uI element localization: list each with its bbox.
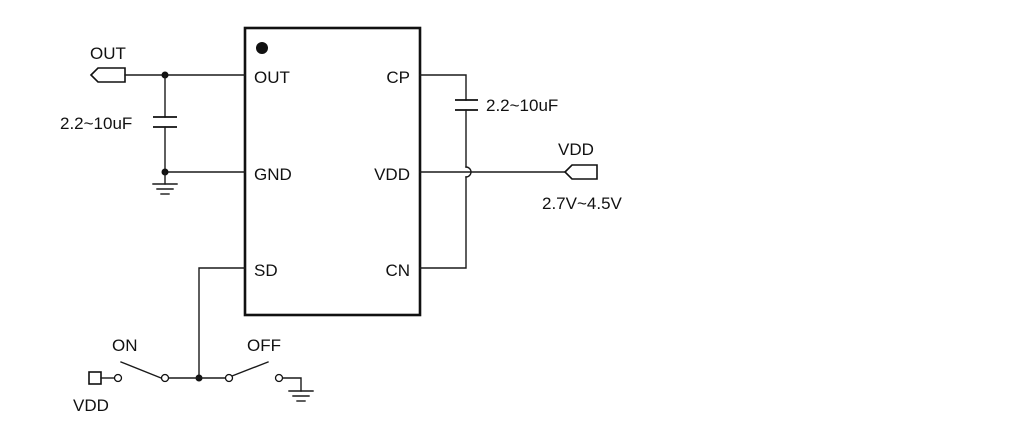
ground-icon-switch xyxy=(288,390,314,402)
pin-label-out: OUT xyxy=(254,68,290,87)
off-contact-ground xyxy=(274,373,284,383)
on-contact-common xyxy=(160,373,170,383)
on-switch-blade xyxy=(120,361,162,379)
pin1-marker xyxy=(256,42,268,54)
pin-label-gnd: GND xyxy=(254,165,292,184)
out-port-connector xyxy=(89,67,126,83)
out-port-label: OUT xyxy=(90,44,126,63)
pin-label-cp: CP xyxy=(386,68,410,87)
cp-wire xyxy=(419,74,467,101)
pin-label-cn: CN xyxy=(385,261,410,280)
output-cap-value: 2.2~10uF xyxy=(60,114,132,133)
ic-package xyxy=(243,26,422,317)
vdd-supply-port xyxy=(88,371,102,385)
switch-vdd-label: VDD xyxy=(73,396,109,415)
vdd-voltage-range: 2.7V~4.5V xyxy=(542,194,623,213)
on-contact-supply xyxy=(113,373,123,383)
cn-wire xyxy=(419,176,467,269)
sd-wire xyxy=(198,267,246,379)
switch-off-label: OFF xyxy=(247,336,281,355)
switch-on-label: ON xyxy=(112,336,138,355)
flying-cap-value: 2.2~10uF xyxy=(486,96,558,115)
off-switch-blade xyxy=(231,361,269,377)
off-contact-common xyxy=(224,373,234,383)
ground-icon xyxy=(152,183,178,195)
pin-label-vdd: VDD xyxy=(374,165,410,184)
vdd-port-connector xyxy=(563,164,598,180)
pin-label-sd: SD xyxy=(254,261,278,280)
off-ground-wire xyxy=(282,377,302,392)
vdd-port-label: VDD xyxy=(558,140,594,159)
